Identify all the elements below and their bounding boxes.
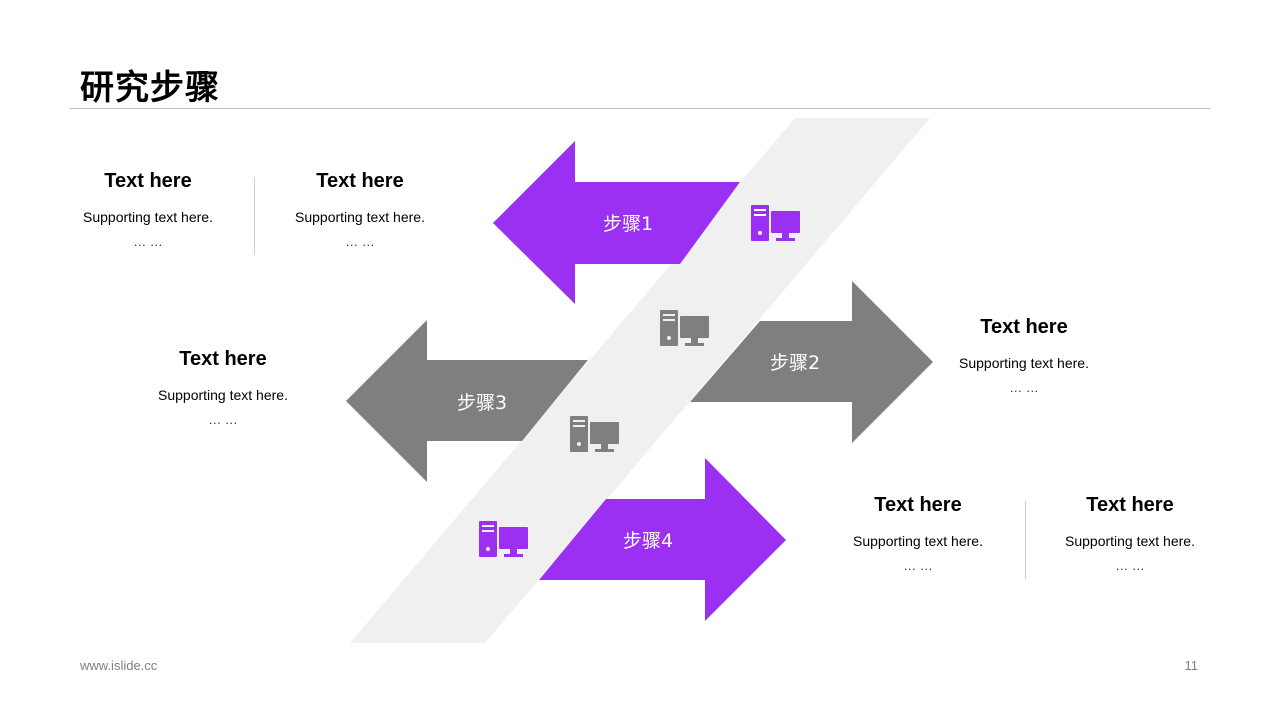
text-block-2: Text here Supporting text here. … … bbox=[270, 168, 450, 250]
block-ellipsis: … … bbox=[903, 558, 933, 573]
computer-icon bbox=[479, 521, 528, 557]
step-2-arrow: 步骤2 bbox=[690, 281, 933, 443]
slide-title: 研究步骤 bbox=[80, 68, 220, 108]
text-block-5: Text here Supporting text here. … … bbox=[828, 492, 1008, 574]
block-title: Text here bbox=[1086, 494, 1174, 516]
text-block-4: Text here Supporting text here. … … bbox=[133, 346, 313, 428]
text-block-6: Text here Supporting text here. … … bbox=[1040, 492, 1220, 574]
block-support: Supporting text here. bbox=[83, 209, 213, 225]
step-1-arrow: 步骤1 bbox=[493, 141, 740, 304]
block-ellipsis: … … bbox=[133, 234, 163, 249]
block-support: Supporting text here. bbox=[1065, 533, 1195, 549]
block-ellipsis: … … bbox=[1115, 558, 1145, 573]
computer-icon bbox=[660, 310, 709, 346]
block-ellipsis: … … bbox=[345, 234, 375, 249]
block-title: Text here bbox=[874, 494, 962, 516]
block-support: Supporting text here. bbox=[295, 209, 425, 225]
block-support: Supporting text here. bbox=[158, 387, 288, 403]
text-block-3: Text here Supporting text here. … … bbox=[934, 314, 1114, 396]
computer-icon bbox=[570, 416, 619, 452]
block-ellipsis: … … bbox=[1009, 380, 1039, 395]
step-1-label: 步骤1 bbox=[603, 213, 653, 235]
block-support: Supporting text here. bbox=[853, 533, 983, 549]
step-2-label: 步骤2 bbox=[770, 352, 820, 374]
diagonal-band bbox=[350, 118, 930, 643]
step-1-band-cut bbox=[680, 182, 740, 264]
block-title: Text here bbox=[980, 316, 1068, 338]
title-divider bbox=[70, 108, 1210, 109]
block-title: Text here bbox=[316, 170, 404, 192]
footer-url[interactable]: www.islide.cc bbox=[80, 658, 158, 673]
block-support: Supporting text here. bbox=[959, 355, 1089, 371]
text-block-1: Text here Supporting text here. … … bbox=[58, 168, 238, 250]
step-4-arrow: 步骤4 bbox=[539, 458, 786, 621]
step-3-label: 步骤3 bbox=[457, 392, 507, 414]
page-number: 11 bbox=[1184, 658, 1199, 673]
step-4-label: 步骤4 bbox=[623, 530, 673, 552]
block-title: Text here bbox=[179, 348, 267, 370]
step-3-arrow: 步骤3 bbox=[346, 320, 588, 482]
block-divider bbox=[254, 177, 255, 255]
block-title: Text here bbox=[104, 170, 192, 192]
block-ellipsis: … … bbox=[208, 412, 238, 427]
block-divider bbox=[1025, 501, 1026, 579]
computer-icon bbox=[751, 205, 800, 241]
